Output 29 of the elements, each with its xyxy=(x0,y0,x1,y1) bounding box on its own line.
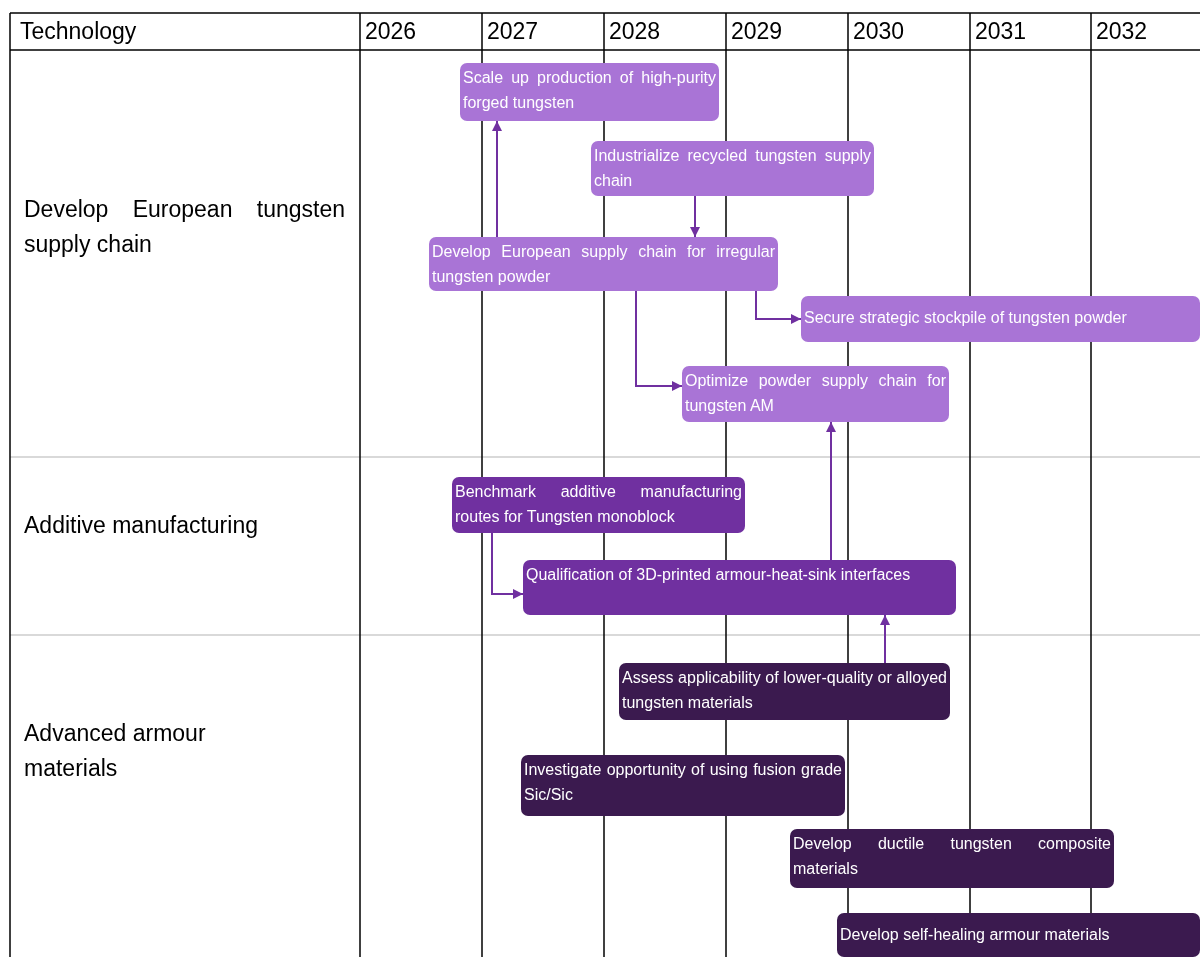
row-header: Develop European tungsten supply chain xyxy=(24,195,345,259)
arrow xyxy=(826,421,836,561)
column-header: 2028 xyxy=(609,17,662,46)
task-box: Qualification of 3D-printed armour-heat-sink interfaces xyxy=(523,560,956,615)
task-box: Optimize powder supply chain for tungsten AM xyxy=(682,366,949,422)
column-header: 2030 xyxy=(853,17,906,46)
arrow xyxy=(690,195,700,238)
arrow xyxy=(491,532,524,599)
row-header: Additive manufacturing xyxy=(24,511,259,540)
task-box: Develop self-healing armour materials xyxy=(837,913,1200,957)
task-box: Benchmark additive manufacturing routes for Tungsten monoblock xyxy=(452,477,745,533)
column-header: 2029 xyxy=(731,17,784,46)
task-box: Develop ductile tungsten composite materials xyxy=(790,829,1114,888)
arrow xyxy=(635,288,683,391)
task-box: Secure strategic stockpile of tungsten powder xyxy=(801,296,1200,342)
column-header: 2027 xyxy=(487,17,540,46)
arrow xyxy=(755,288,802,324)
column-header: Technology xyxy=(20,17,138,46)
task-box: Industrialize recycled tungsten supply chain xyxy=(591,141,874,196)
task-box: Develop European supply chain for irregular tungsten powder xyxy=(429,237,778,291)
task-box: Investigate opportunity of using fusion grade Sic/Sic xyxy=(521,755,845,816)
task-box: Scale up production of high-purity forged tungsten xyxy=(460,63,719,121)
row-header: Advanced armour materials xyxy=(24,719,207,783)
column-header: 2031 xyxy=(975,17,1028,46)
arrow xyxy=(880,614,890,664)
task-box: Assess applicability of lower-quality or alloyed tungsten materials xyxy=(619,663,950,720)
column-header: 2032 xyxy=(1096,17,1149,46)
column-header: 2026 xyxy=(365,17,418,46)
arrow xyxy=(492,120,502,238)
